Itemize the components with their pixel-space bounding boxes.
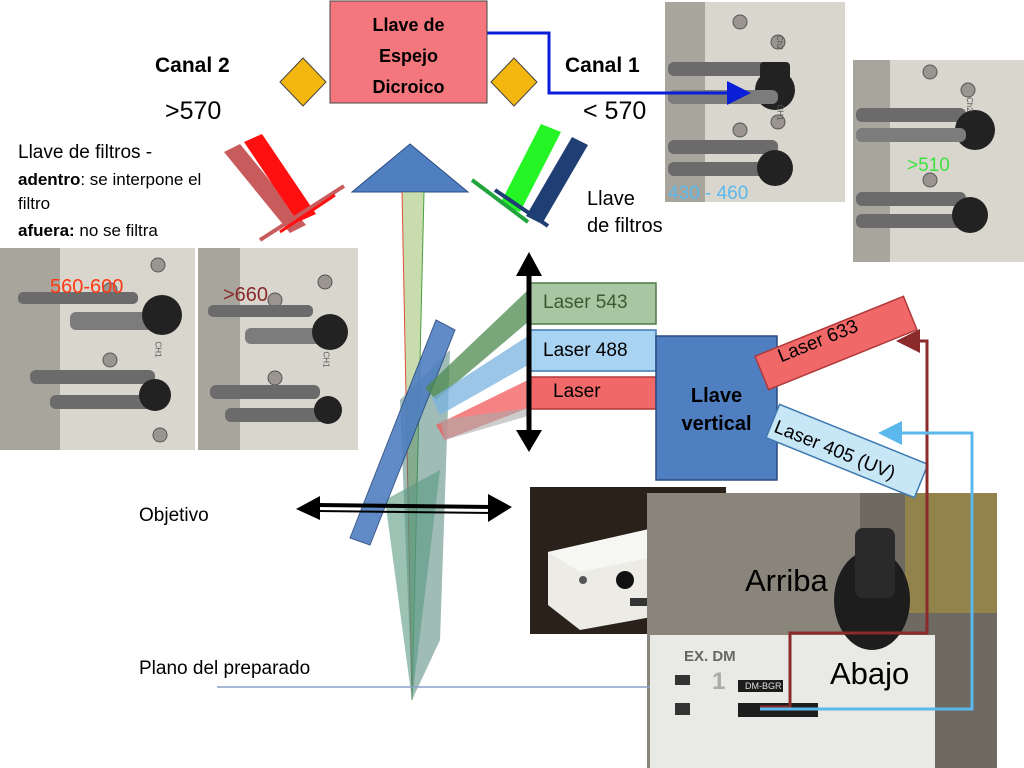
diamond-left	[279, 57, 327, 107]
diamond-right	[490, 57, 538, 107]
photo-ch-filter-4	[198, 248, 358, 450]
right-filter-key-line2: de filtros	[587, 215, 663, 237]
objective-arrow	[296, 494, 512, 522]
abajo-label: Abajo	[830, 656, 910, 691]
photo1-ch1: CH1	[775, 104, 785, 121]
range-660: >660	[223, 284, 269, 306]
photo3-ch1: CH1	[153, 341, 163, 358]
photo-ch-filter-1	[665, 2, 845, 202]
vertical-key-label: Llave vertical	[656, 382, 777, 438]
filter-note-inside-text: : se interpone el	[80, 170, 202, 189]
canal2-range: >570	[165, 97, 222, 125]
canal2-label: Canal 2	[155, 54, 230, 77]
filter-note-outside: afuera:	[18, 221, 75, 240]
filter-note-line1: Llave de filtros -	[18, 142, 153, 163]
canal1-arrow	[487, 31, 751, 105]
range-510: >510	[907, 155, 950, 176]
laser-red-label: Laser	[553, 381, 601, 402]
arriba-label: Arriba	[745, 563, 828, 598]
vertical-key-line2: vertical	[681, 413, 752, 435]
photo1-ch2: Ch2	[774, 35, 784, 50]
laser-red-box	[527, 376, 657, 410]
light-cone	[385, 191, 450, 701]
canal1-range: < 570	[583, 97, 647, 125]
exdm-title: EX. DM	[684, 648, 736, 665]
canal1-label: Canal 1	[565, 54, 640, 77]
specimen-plane-label: Plano del preparado	[139, 658, 311, 679]
dichroic-key-line1: Llave de	[372, 15, 445, 35]
laser-405-box	[765, 403, 929, 499]
filter-note: Llave de filtros - adentro: se interpone…	[18, 139, 201, 247]
filter-note-line4: afuera: no se filtra	[18, 214, 201, 247]
range-430-460: 430 - 460	[668, 183, 749, 204]
dichroic-plate	[349, 319, 456, 546]
photo4-ch1: CH1	[321, 351, 331, 368]
photo-exdm-switch	[647, 493, 997, 768]
right-filter-key-label: Llave de filtros	[587, 186, 663, 240]
filter-note-outside-text: no se filtra	[74, 221, 158, 240]
photo-ch-filter-3	[0, 248, 195, 450]
dichroic-key-line2: Espejo	[378, 46, 439, 66]
laser-633-arrow	[760, 329, 929, 709]
dichroic-key-box	[329, 0, 488, 104]
laser-543-box	[527, 282, 657, 325]
exdm-dm-bgr: DM-BGR	[745, 681, 782, 691]
laser-543-label: Laser 543	[543, 292, 628, 313]
left-filter-key	[224, 134, 346, 242]
dichroic-key-label: Llave de Espejo Dicroico	[330, 10, 487, 103]
laser-488-label: Laser 488	[543, 340, 628, 361]
exdm-number: 1	[712, 668, 726, 695]
filter-note-line2: adentro: se interpone el	[18, 166, 201, 193]
filter-note-inside: adentro	[18, 170, 81, 189]
vertical-key-line1: Llave	[690, 385, 743, 407]
prism	[350, 143, 470, 193]
laser-405-arrow	[760, 421, 974, 711]
objective-label: Objetivo	[139, 505, 209, 526]
photo2-ch2: Ch2	[964, 97, 974, 112]
dichroic-key-line3: Dicroico	[372, 77, 445, 97]
laser-633-box	[754, 295, 918, 391]
right-filter-key-line1: Llave	[587, 188, 635, 210]
photo-ch-filter-2	[853, 60, 1024, 262]
right-filter-key	[470, 124, 588, 228]
filter-note-line3: filtro	[18, 194, 51, 213]
beam-543	[425, 290, 528, 400]
beam-488	[432, 336, 528, 415]
range-560-600: 560-600	[50, 276, 124, 298]
